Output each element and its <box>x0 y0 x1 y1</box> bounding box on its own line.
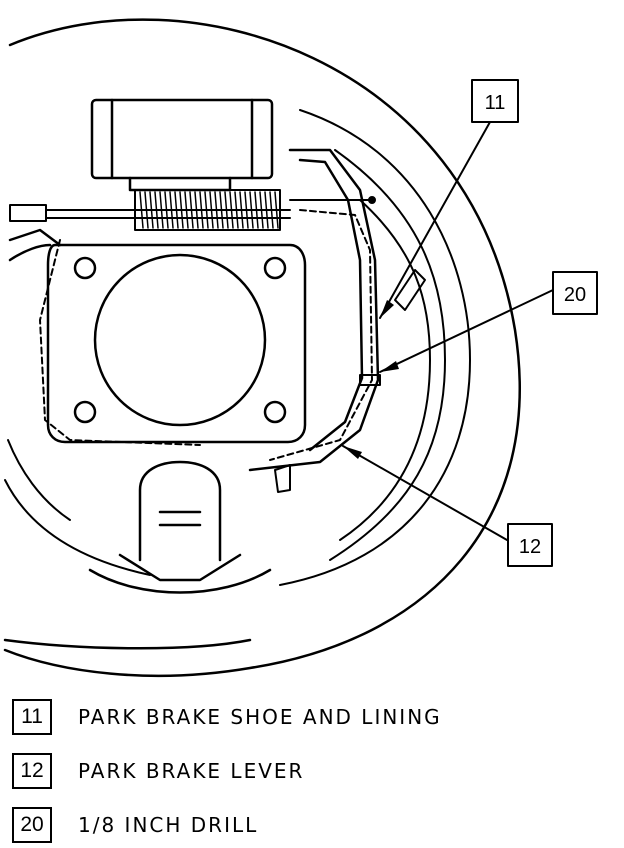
callout-12: 12 <box>507 523 553 567</box>
callout-20: 20 <box>552 271 598 315</box>
adjuster-spring <box>9 189 376 231</box>
callout-12-label: 12 <box>519 536 541 558</box>
legend-item-20: 20 1/8 INCH DRILL <box>12 804 258 846</box>
leader-lines <box>342 121 554 541</box>
drill-location <box>274 269 426 493</box>
park-brake-lever <box>39 209 373 461</box>
brake-drum-arcs <box>4 109 471 586</box>
leader-arrowheads <box>343 300 399 459</box>
legend-number-12: 12 <box>12 753 52 789</box>
legend-number-11: 11 <box>12 699 52 735</box>
callout-11-label: 11 <box>485 92 506 114</box>
callout-11: 11 <box>471 79 519 123</box>
legend-label-20: 1/8 INCH DRILL <box>78 813 259 837</box>
park-brake-shoe <box>8 148 380 472</box>
legend-label-11: PARK BRAKE SHOE AND LINING <box>78 705 442 729</box>
legend-number-20: 20 <box>12 807 52 843</box>
legend-item-12: 12 PARK BRAKE LEVER <box>12 750 304 792</box>
axle-flange <box>46 243 307 444</box>
callout-20-label: 20 <box>564 284 586 306</box>
wheel-cylinder <box>90 98 274 192</box>
backing-plate <box>3 18 521 678</box>
lower-anchor <box>88 460 272 594</box>
brake-assembly-diagram: 11 20 12 <box>3 18 598 678</box>
legend-item-11: 11 PARK BRAKE SHOE AND LINING <box>12 696 442 738</box>
legend: 11 PARK BRAKE SHOE AND LINING 12 PARK BR… <box>0 690 624 848</box>
legend-label-12: PARK BRAKE LEVER <box>78 759 305 783</box>
